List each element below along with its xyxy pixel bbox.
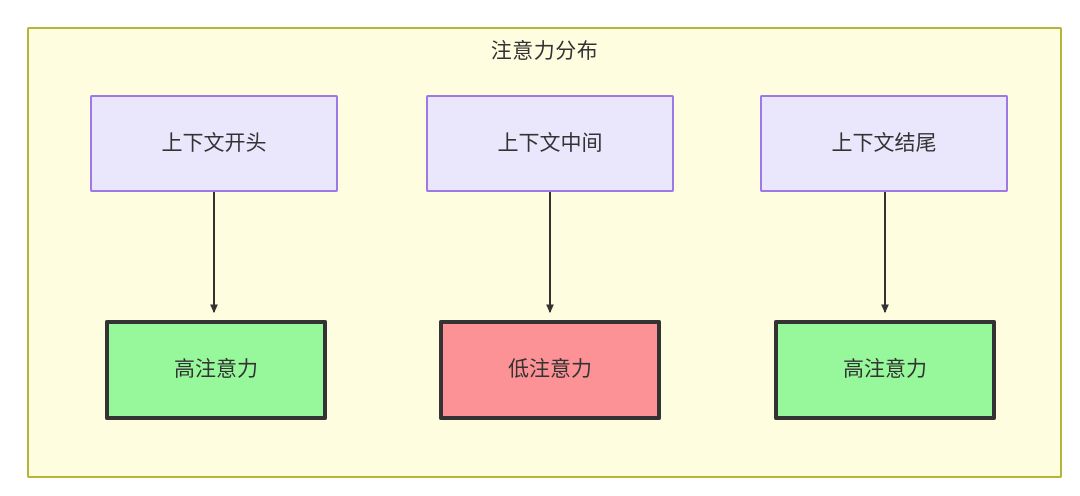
node-high-attention-start[interactable]: 高注意力 [105, 320, 327, 420]
node-context-middle[interactable]: 上下文中间 [426, 95, 674, 192]
attention-distribution-group: 注意力分布 上下文开头 上下文中间 上下文结尾 高注意力 低注意力 高注意力 [27, 27, 1062, 478]
node-high-attention-end[interactable]: 高注意力 [774, 320, 996, 420]
node-context-end[interactable]: 上下文结尾 [760, 95, 1008, 192]
node-context-start[interactable]: 上下文开头 [90, 95, 338, 192]
node-low-attention-middle[interactable]: 低注意力 [439, 320, 661, 420]
subgraph-title: 注意力分布 [490, 40, 599, 63]
